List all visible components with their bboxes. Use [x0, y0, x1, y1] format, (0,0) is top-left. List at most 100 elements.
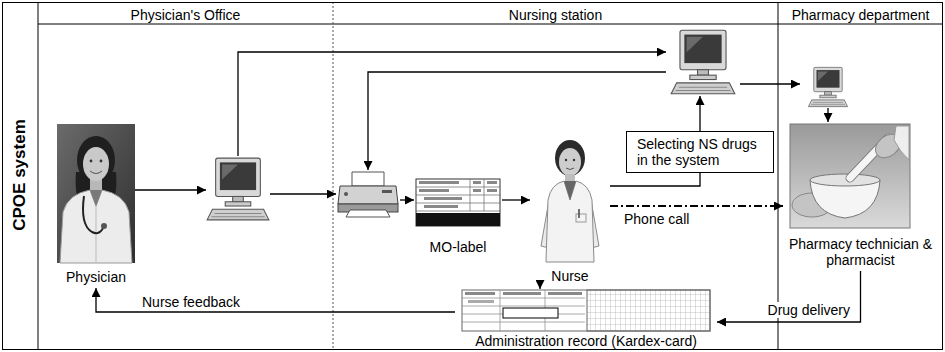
printer-node	[336, 170, 400, 218]
computer-icon	[808, 67, 847, 106]
kardex-card	[462, 290, 710, 331]
computer-icon	[671, 30, 735, 94]
mo-label-print	[419, 181, 459, 184]
kardex-card	[503, 292, 541, 295]
mo-label-print	[487, 189, 497, 192]
mo-label-print	[487, 181, 497, 184]
physician-photo	[90, 171, 102, 174]
flow-arrow	[740, 83, 800, 84]
caption-row: Physician's Office	[38, 2, 333, 24]
image-area	[455, 289, 717, 332]
kardex-card	[462, 290, 710, 331]
kardex-node: Administration record (Kardex-card)	[455, 289, 717, 352]
nurse-photo	[541, 140, 599, 262]
flow-arrow	[238, 52, 666, 156]
lane-heading: Pharmacy department	[792, 7, 930, 23]
nurse-photo	[565, 159, 567, 161]
nurse-node: Nurse	[530, 140, 610, 287]
mo-label-print	[473, 181, 481, 184]
flow-arrow	[717, 271, 861, 322]
image-area	[530, 140, 610, 263]
kardex-card	[462, 290, 585, 331]
image-area	[414, 176, 502, 234]
computer-node	[800, 66, 856, 108]
edge-label: Drug delivery	[766, 302, 852, 318]
node-caption: Nurse	[551, 268, 588, 284]
physician-photo	[57, 124, 135, 263]
nurse-photo	[573, 159, 575, 161]
nurse-photo	[564, 181, 576, 200]
swimlane: Pharmacy departmentPharmacy technician &…	[778, 2, 943, 350]
lane-dividers	[38, 24, 943, 25]
edge-label: Nurse feedback	[140, 294, 242, 310]
mo-label-print	[416, 179, 500, 211]
nurse-photo	[566, 168, 574, 170]
physician-photo	[83, 147, 109, 181]
lane-dividers	[38, 2, 943, 350]
image-area	[666, 28, 740, 96]
flow-arrow	[270, 193, 336, 194]
lane-dividers	[778, 2, 779, 350]
image-area	[206, 156, 270, 224]
caption-row: MO-label	[414, 234, 502, 258]
caption-row: Nurse	[530, 263, 610, 287]
caption-row: Pharmacy department	[778, 2, 943, 24]
lane-heading: Nursing station	[509, 7, 602, 23]
kardex-card	[503, 308, 558, 318]
nurse-photo	[555, 140, 585, 176]
mo-label-print	[416, 179, 500, 226]
kardex-card	[468, 300, 494, 303]
lane-dividers	[38, 2, 39, 350]
caption-row: Pharmacy technician & pharmacist	[783, 232, 938, 271]
computer-icon	[207, 158, 269, 220]
mo-label-print	[424, 197, 462, 200]
flow-arrow	[400, 199, 414, 200]
flow-arrow	[539, 287, 540, 289]
mo-label-print	[416, 213, 500, 226]
nurse-photo	[559, 148, 581, 176]
pharmacy-photo	[790, 124, 910, 228]
flow-arrow	[96, 288, 455, 312]
image-area	[57, 124, 135, 264]
caption-row: Physician	[57, 264, 135, 288]
flow-arrow	[502, 199, 530, 200]
nurse-photo	[546, 181, 594, 262]
physician-node: Physician	[57, 124, 135, 288]
mo-label-print	[416, 179, 500, 226]
node-caption: MO-label	[430, 239, 487, 255]
node-caption: Administration record (Kardex-card)	[475, 333, 697, 349]
computer-node	[666, 28, 740, 96]
physician-photo	[90, 190, 102, 206]
physician-photo	[60, 190, 132, 263]
flow-arrow	[368, 72, 666, 170]
physician-photo	[90, 160, 93, 163]
pharmacy-node: Pharmacy technician & pharmacist	[783, 122, 938, 271]
mo-label-print	[419, 189, 449, 192]
image-area	[800, 66, 856, 108]
pharmacy-photo	[894, 126, 909, 160]
physician-photo	[101, 223, 107, 229]
mo-label-print	[473, 189, 481, 192]
system-label: CPOE system	[10, 119, 30, 231]
mo-label-node: MO-label	[414, 176, 502, 258]
physician-photo	[83, 196, 104, 233]
nurse-photo	[576, 214, 586, 222]
caption-row: Administration record (Kardex-card)	[455, 332, 717, 352]
nurse-photo	[578, 209, 580, 218]
kardex-card	[465, 292, 495, 295]
printer-icon	[338, 172, 398, 217]
action-box: Selecting NS drugs in the system	[626, 131, 774, 173]
node-caption: Physician	[66, 269, 126, 285]
physician-photo	[96, 206, 97, 263]
caption-row: Nursing station	[333, 2, 778, 24]
swimlane: Nursing stationMO-labelNurse	[333, 2, 778, 350]
image-area	[783, 122, 938, 232]
physician-photo	[100, 160, 103, 163]
pharmacy-photo	[790, 124, 910, 228]
physician-photo	[57, 124, 135, 263]
kardex-card	[587, 290, 710, 331]
node-caption: Pharmacy technician & pharmacist	[785, 236, 936, 268]
lane-dividers	[333, 2, 334, 350]
flow-arrow	[610, 205, 783, 207]
